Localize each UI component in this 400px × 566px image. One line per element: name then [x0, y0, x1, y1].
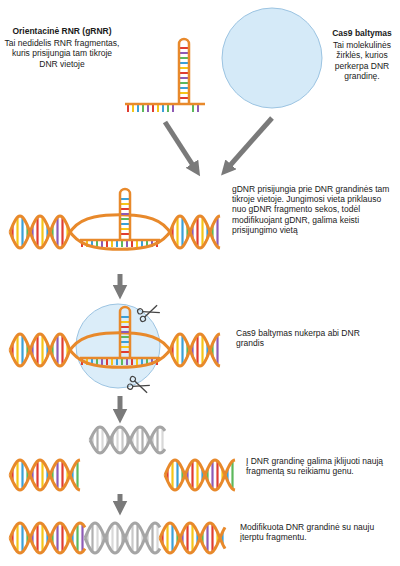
- step-note: Į DNR grandinę galima įklijuoti naują fr…: [246, 456, 394, 476]
- step-note: gDNR prisijungia prie DNR grandinės tam …: [232, 184, 394, 235]
- dna-helix: [170, 216, 220, 248]
- step-note: Cas9 baltymas nukerpa abi DNR grandis: [236, 328, 386, 348]
- part-title: Orientacinė RNR (gRNR): [4, 26, 120, 36]
- cas9-protein: [222, 8, 322, 108]
- dna-helix: [90, 427, 165, 453]
- dna-helix: [85, 523, 160, 553]
- grna-illustration: [125, 104, 205, 112]
- grna-hairpin: [120, 189, 130, 240]
- step-note: Modifikuota DNR grandinė su nauju įterpt…: [240, 522, 390, 542]
- scissors-icon: [137, 303, 161, 322]
- dna-helix: [160, 523, 225, 553]
- grna-hairpin: [179, 39, 189, 104]
- step-arrows: [120, 118, 272, 508]
- dna-helix: [10, 216, 70, 248]
- grna-hairpin: [120, 307, 130, 358]
- dna-helix: [165, 460, 235, 490]
- scissors-icon: [127, 376, 151, 395]
- part-description: Tai nedidelis RNR fragmentas, kuris pris…: [4, 38, 120, 69]
- cas9-protein: [76, 304, 160, 388]
- part-description: Tai molekulinės žirklės, kurios perkerpa…: [328, 40, 396, 81]
- dna-helix: [10, 460, 80, 490]
- dna-helix: [10, 334, 70, 366]
- dna-helix: [10, 523, 85, 553]
- part-title: Cas9 baltymas: [328, 28, 396, 38]
- dna-helices: [10, 39, 235, 553]
- dna-helix: [170, 334, 220, 366]
